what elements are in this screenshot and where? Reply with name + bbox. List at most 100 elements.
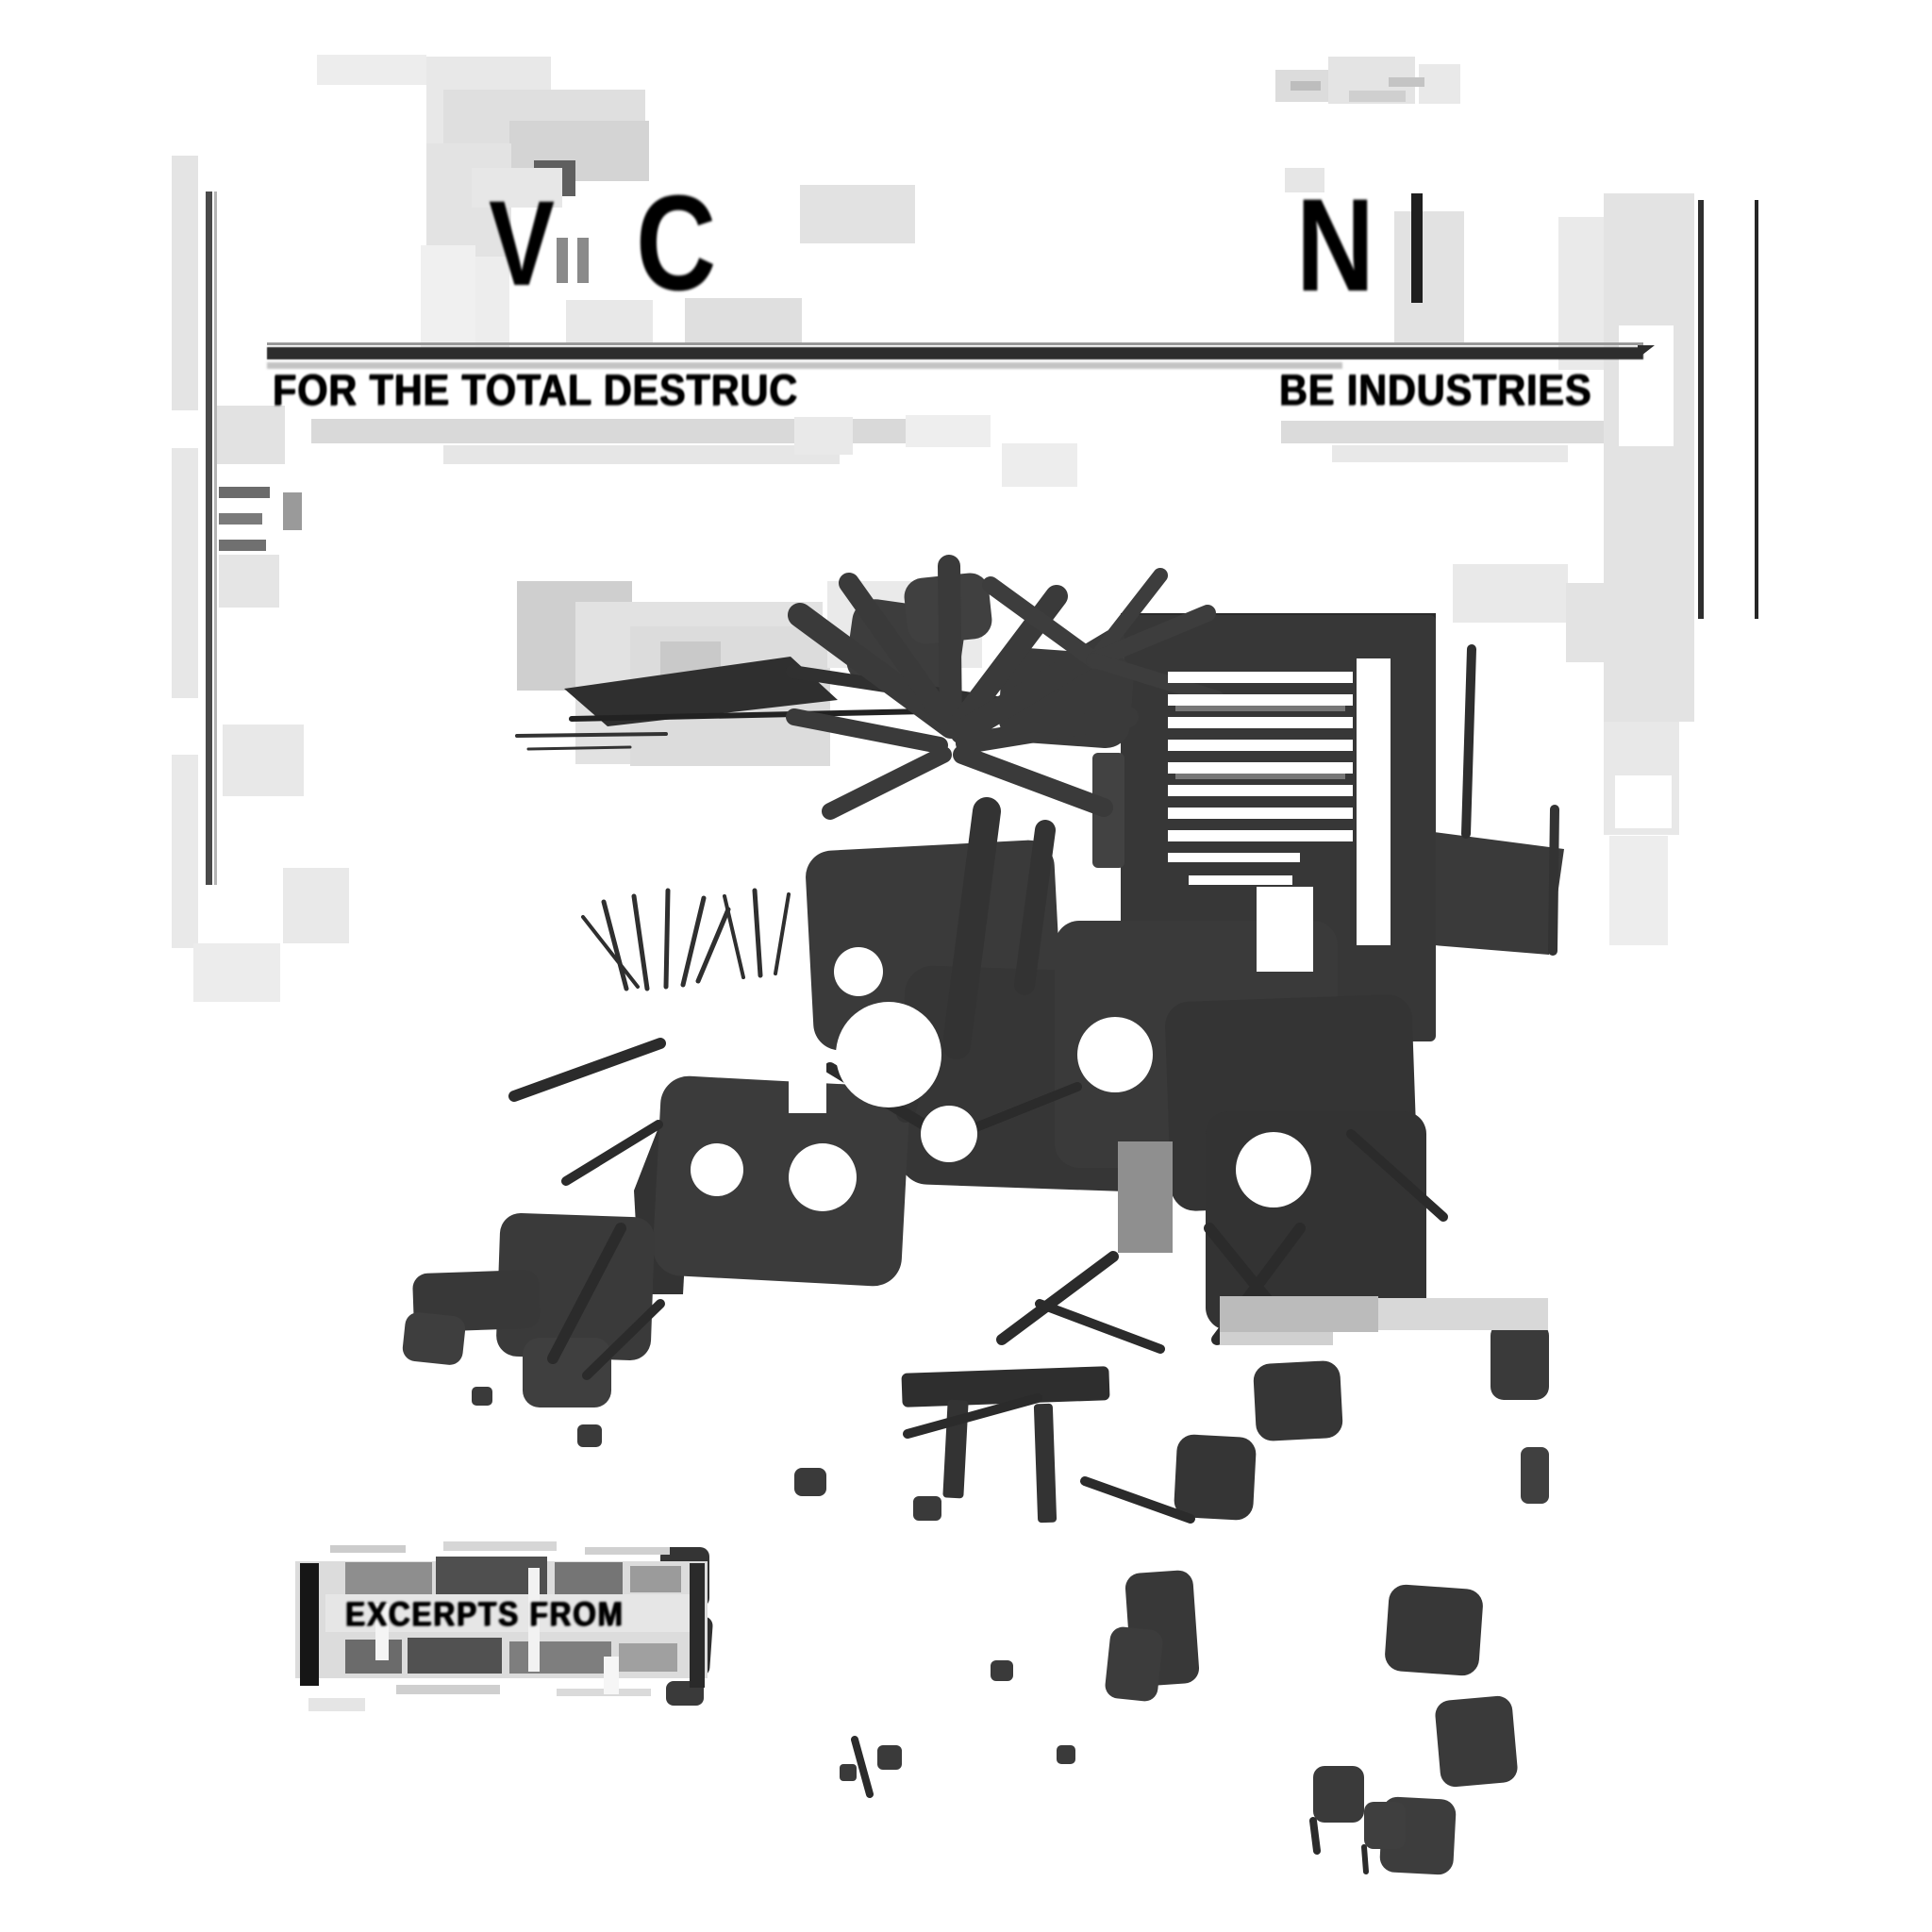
debris-stick (1035, 1299, 1165, 1354)
white-gap (1357, 658, 1391, 945)
glitch-block (219, 540, 266, 551)
debris-stick (601, 899, 629, 991)
glitch-block (1411, 193, 1423, 303)
glitch-block (906, 415, 991, 447)
debris-stick (959, 1082, 1082, 1137)
glitch-block (1453, 564, 1568, 623)
glitch-block (283, 492, 302, 530)
debris-stick (680, 895, 707, 988)
white-hole (691, 1143, 743, 1196)
debris-stick (723, 894, 745, 979)
title-letter: N (1296, 171, 1374, 319)
debris-stick (953, 745, 1113, 817)
glitch-block (509, 1641, 611, 1674)
glitch-block (685, 298, 802, 345)
glitch-block (1378, 1298, 1548, 1330)
glitch-block (375, 1604, 389, 1660)
glitch-block (1220, 1296, 1378, 1332)
subtitle-right-fragment: BE INDUSTRIES (1279, 365, 1592, 414)
debris-stick (1346, 1129, 1448, 1222)
glitch-block (1566, 583, 1623, 662)
debris-stick (1309, 1817, 1321, 1855)
glitch-block (555, 1562, 623, 1594)
glitch-block (1281, 421, 1651, 443)
glitch-block (1349, 91, 1406, 102)
glitch-block (443, 445, 840, 464)
debris-blob (1364, 1802, 1406, 1849)
debris-stick (582, 1299, 665, 1380)
glitch-block (1002, 443, 1077, 487)
glitch-block (566, 300, 653, 345)
glitch-block (421, 245, 475, 351)
glitch-block (1615, 775, 1672, 828)
debris-blob (1033, 1403, 1058, 1524)
white-hole (1077, 1017, 1153, 1092)
white-hole (836, 1002, 941, 1108)
debris-blob (1174, 1434, 1257, 1521)
white-hole (1236, 1132, 1311, 1208)
debris-blob (1313, 1766, 1364, 1823)
glitch-block (219, 487, 270, 498)
glitch-block (528, 1568, 540, 1672)
debris-stick (752, 888, 763, 978)
debris-stick (1548, 805, 1559, 956)
debris-stick (774, 892, 791, 975)
title-letter: C (636, 167, 716, 319)
glitch-block (557, 238, 568, 283)
debris-stick (561, 1120, 663, 1186)
debris-stick (526, 745, 632, 751)
building-slat (1168, 672, 1353, 683)
debris-blob (402, 1312, 466, 1365)
glitch-block (1609, 836, 1668, 945)
collage-polygon (564, 657, 838, 726)
collage-polygon (1434, 832, 1564, 955)
debris-stick (581, 915, 640, 989)
debris-blob (840, 1764, 857, 1781)
subtitle-left-fragment: FOR THE TOTAL DESTRUC (273, 365, 799, 414)
debris-blob (1521, 1447, 1549, 1504)
glitch-block (794, 417, 853, 455)
debris-stick (851, 1736, 874, 1798)
debris-blob (794, 1468, 826, 1496)
debris-stick (547, 1223, 626, 1364)
debris-blob (877, 1745, 902, 1770)
debris-stick (982, 576, 1103, 669)
white-gap (789, 1057, 826, 1113)
debris-blob (901, 1366, 1110, 1407)
building-slat (1168, 717, 1353, 728)
white-gap (1257, 887, 1313, 972)
title-rule-tip (1638, 345, 1655, 358)
debris-blob (523, 1338, 611, 1407)
glitch-block (300, 1563, 319, 1686)
building-slat-gray (1175, 774, 1345, 779)
building-slat (1168, 785, 1353, 796)
glitch-block (396, 1685, 500, 1694)
debris-blob (1491, 1323, 1549, 1400)
debris-stick (938, 555, 962, 738)
glitch-block (408, 1638, 502, 1674)
debris-stick (515, 732, 668, 738)
glitch-block (619, 1643, 677, 1672)
debris-stick (996, 1251, 1119, 1345)
white-hole (958, 1219, 1045, 1306)
debris-blob (1253, 1360, 1343, 1441)
white-hole (921, 1106, 977, 1162)
glitch-block (1698, 200, 1704, 619)
glitch-block (219, 555, 279, 608)
debris-stick (1080, 1476, 1195, 1524)
debris-stick (1087, 653, 1224, 706)
glitch-block (308, 1698, 365, 1711)
glitch-block (1389, 77, 1424, 87)
title-letter: V (489, 176, 555, 311)
debris-stick (1361, 1844, 1369, 1874)
glitch-block (206, 192, 212, 885)
glitch-block (1118, 1141, 1173, 1253)
glitch-block (585, 1547, 670, 1555)
debris-blob (913, 1496, 941, 1521)
debris-blob (472, 1387, 492, 1406)
glitch-block (1419, 64, 1460, 104)
